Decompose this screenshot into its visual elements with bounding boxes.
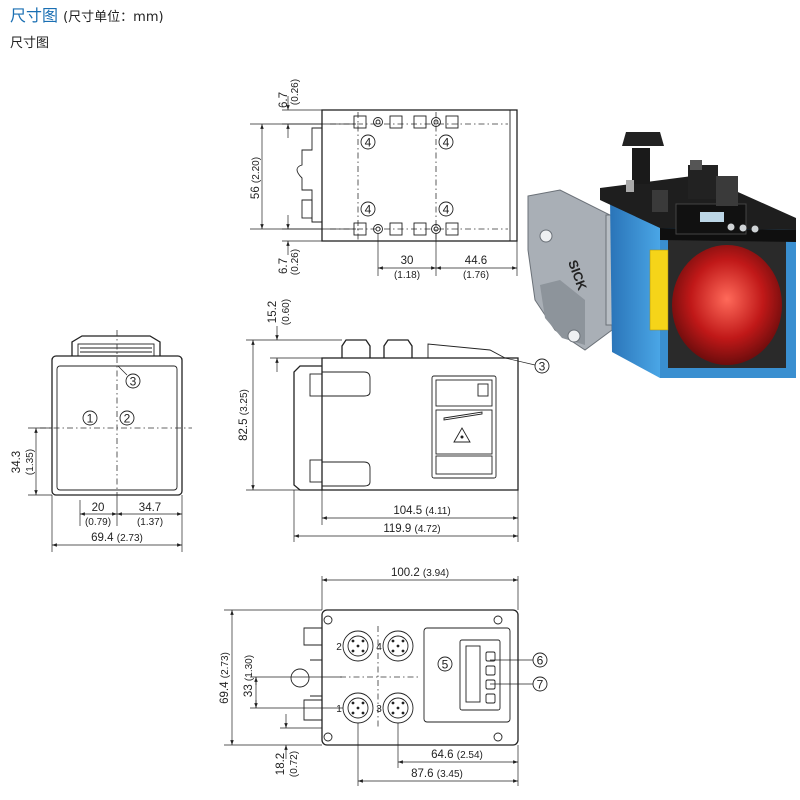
connector-3: 3: [376, 692, 414, 724]
dim-front-center-offset-in: (1.37): [137, 517, 163, 528]
dim-rear-height: 69.4 (2.73): [219, 652, 231, 704]
laser-warning-icon: [453, 427, 471, 443]
callout-4-top-right: 4: [438, 134, 454, 150]
svg-text:7: 7: [537, 678, 544, 692]
rear-view-body: [321, 609, 519, 746]
side-view-bracket: [293, 365, 322, 491]
dim-display-offset: 64.6 (2.54): [431, 749, 483, 761]
callout-6: 6: [490, 652, 548, 668]
svg-text:4: 4: [443, 136, 450, 150]
callout-4-bottom-left: 4: [360, 201, 376, 217]
rear-display-module: [423, 627, 511, 723]
callout-1: 1: [82, 410, 98, 426]
dim-top-height: 56 (2.20): [250, 157, 262, 199]
svg-text:2: 2: [124, 412, 131, 426]
top-view-bracket: [296, 127, 322, 223]
callout-3-side: 3: [504, 357, 550, 374]
svg-text:1: 1: [336, 704, 342, 715]
svg-text:3: 3: [539, 360, 546, 374]
dim-total-length: 119.9 (4.72): [383, 523, 440, 535]
svg-text:1: 1: [87, 412, 94, 426]
page-subtitle: (尺寸单位：mm): [63, 10, 164, 25]
dim-hole-spacing: 30: [401, 255, 414, 267]
callout-3-front: 3: [117, 365, 141, 389]
product-photo: SICK: [527, 132, 796, 378]
svg-text:4: 4: [365, 136, 372, 150]
connector-4: 4: [376, 630, 414, 662]
dim-rear-width: 100.2 (3.94): [391, 567, 449, 579]
dim-display-total: 87.6 (3.45): [411, 768, 463, 780]
svg-text:2: 2: [336, 642, 342, 653]
dim-rear-bottom-offset: 18.2: [275, 753, 287, 775]
dim-front-width: 69.4 (2.73): [91, 532, 143, 544]
front-view: 3 1 2 34.3 (1.35) 20 (0.79) 34.7 (1.37) …: [11, 330, 192, 552]
side-view-body: [321, 357, 519, 491]
svg-text:6: 6: [537, 654, 544, 668]
dim-front-left-offset: 20: [92, 502, 105, 514]
side-view: 3 15.2 (0.60) 82.5 (3.25) 104.5 (4.11) 1…: [238, 299, 550, 542]
callout-4-bottom-right: 4: [438, 201, 454, 217]
dim-rear-bottom-offset-in: (0.72): [289, 751, 300, 777]
rear-view: 2 4 1 3: [219, 567, 548, 786]
dim-rear-offset: 44.6: [465, 255, 487, 267]
top-view: 4 4 4 4 6.7 (0.26) 56 (2.20) 6.7: [250, 79, 518, 281]
dim-rear-center-height: 33 (1.30): [243, 655, 255, 697]
dim-rear-offset-in: (1.76): [463, 270, 489, 281]
callout-4-top-left: 4: [360, 134, 376, 150]
dim-connector-height-in: (0.60): [281, 299, 292, 325]
top-view-body: [321, 109, 518, 242]
callout-5: 5: [437, 656, 453, 672]
svg-text:5: 5: [442, 658, 449, 672]
svg-text:4: 4: [376, 642, 382, 653]
dim-front-center-height: 34.3: [11, 451, 23, 473]
side-display-panel: [431, 375, 497, 479]
svg-text:4: 4: [443, 203, 450, 217]
dim-body-length: 104.5 (4.11): [393, 505, 450, 517]
callout-2: 2: [119, 410, 135, 426]
dim-connector-height: 15.2: [267, 301, 279, 323]
dim-top-offset-in: (0.26): [290, 79, 301, 105]
dim-side-height: 82.5 (3.25): [238, 389, 250, 441]
dim-front-center-height-in: (1.35): [25, 449, 36, 475]
dim-front-left-offset-in: (0.79): [85, 517, 111, 528]
dim-front-center-offset: 34.7: [139, 502, 161, 514]
svg-text:3: 3: [130, 375, 137, 389]
dim-bottom-offset-in: (0.26): [290, 249, 301, 275]
svg-text:4: 4: [365, 203, 372, 217]
dim-bottom-offset: 6.7: [278, 258, 290, 274]
drawing-caption: 尺寸图: [10, 36, 50, 51]
page-title: 尺寸图: [10, 6, 59, 25]
connector-2: 2: [336, 630, 374, 662]
dim-hole-spacing-in: (1.18): [394, 270, 420, 281]
dim-top-offset: 6.7: [278, 92, 290, 108]
svg-text:3: 3: [376, 704, 382, 715]
page-header: 尺寸图 (尺寸单位：mm): [10, 2, 164, 26]
callout-7: 7: [490, 676, 548, 692]
